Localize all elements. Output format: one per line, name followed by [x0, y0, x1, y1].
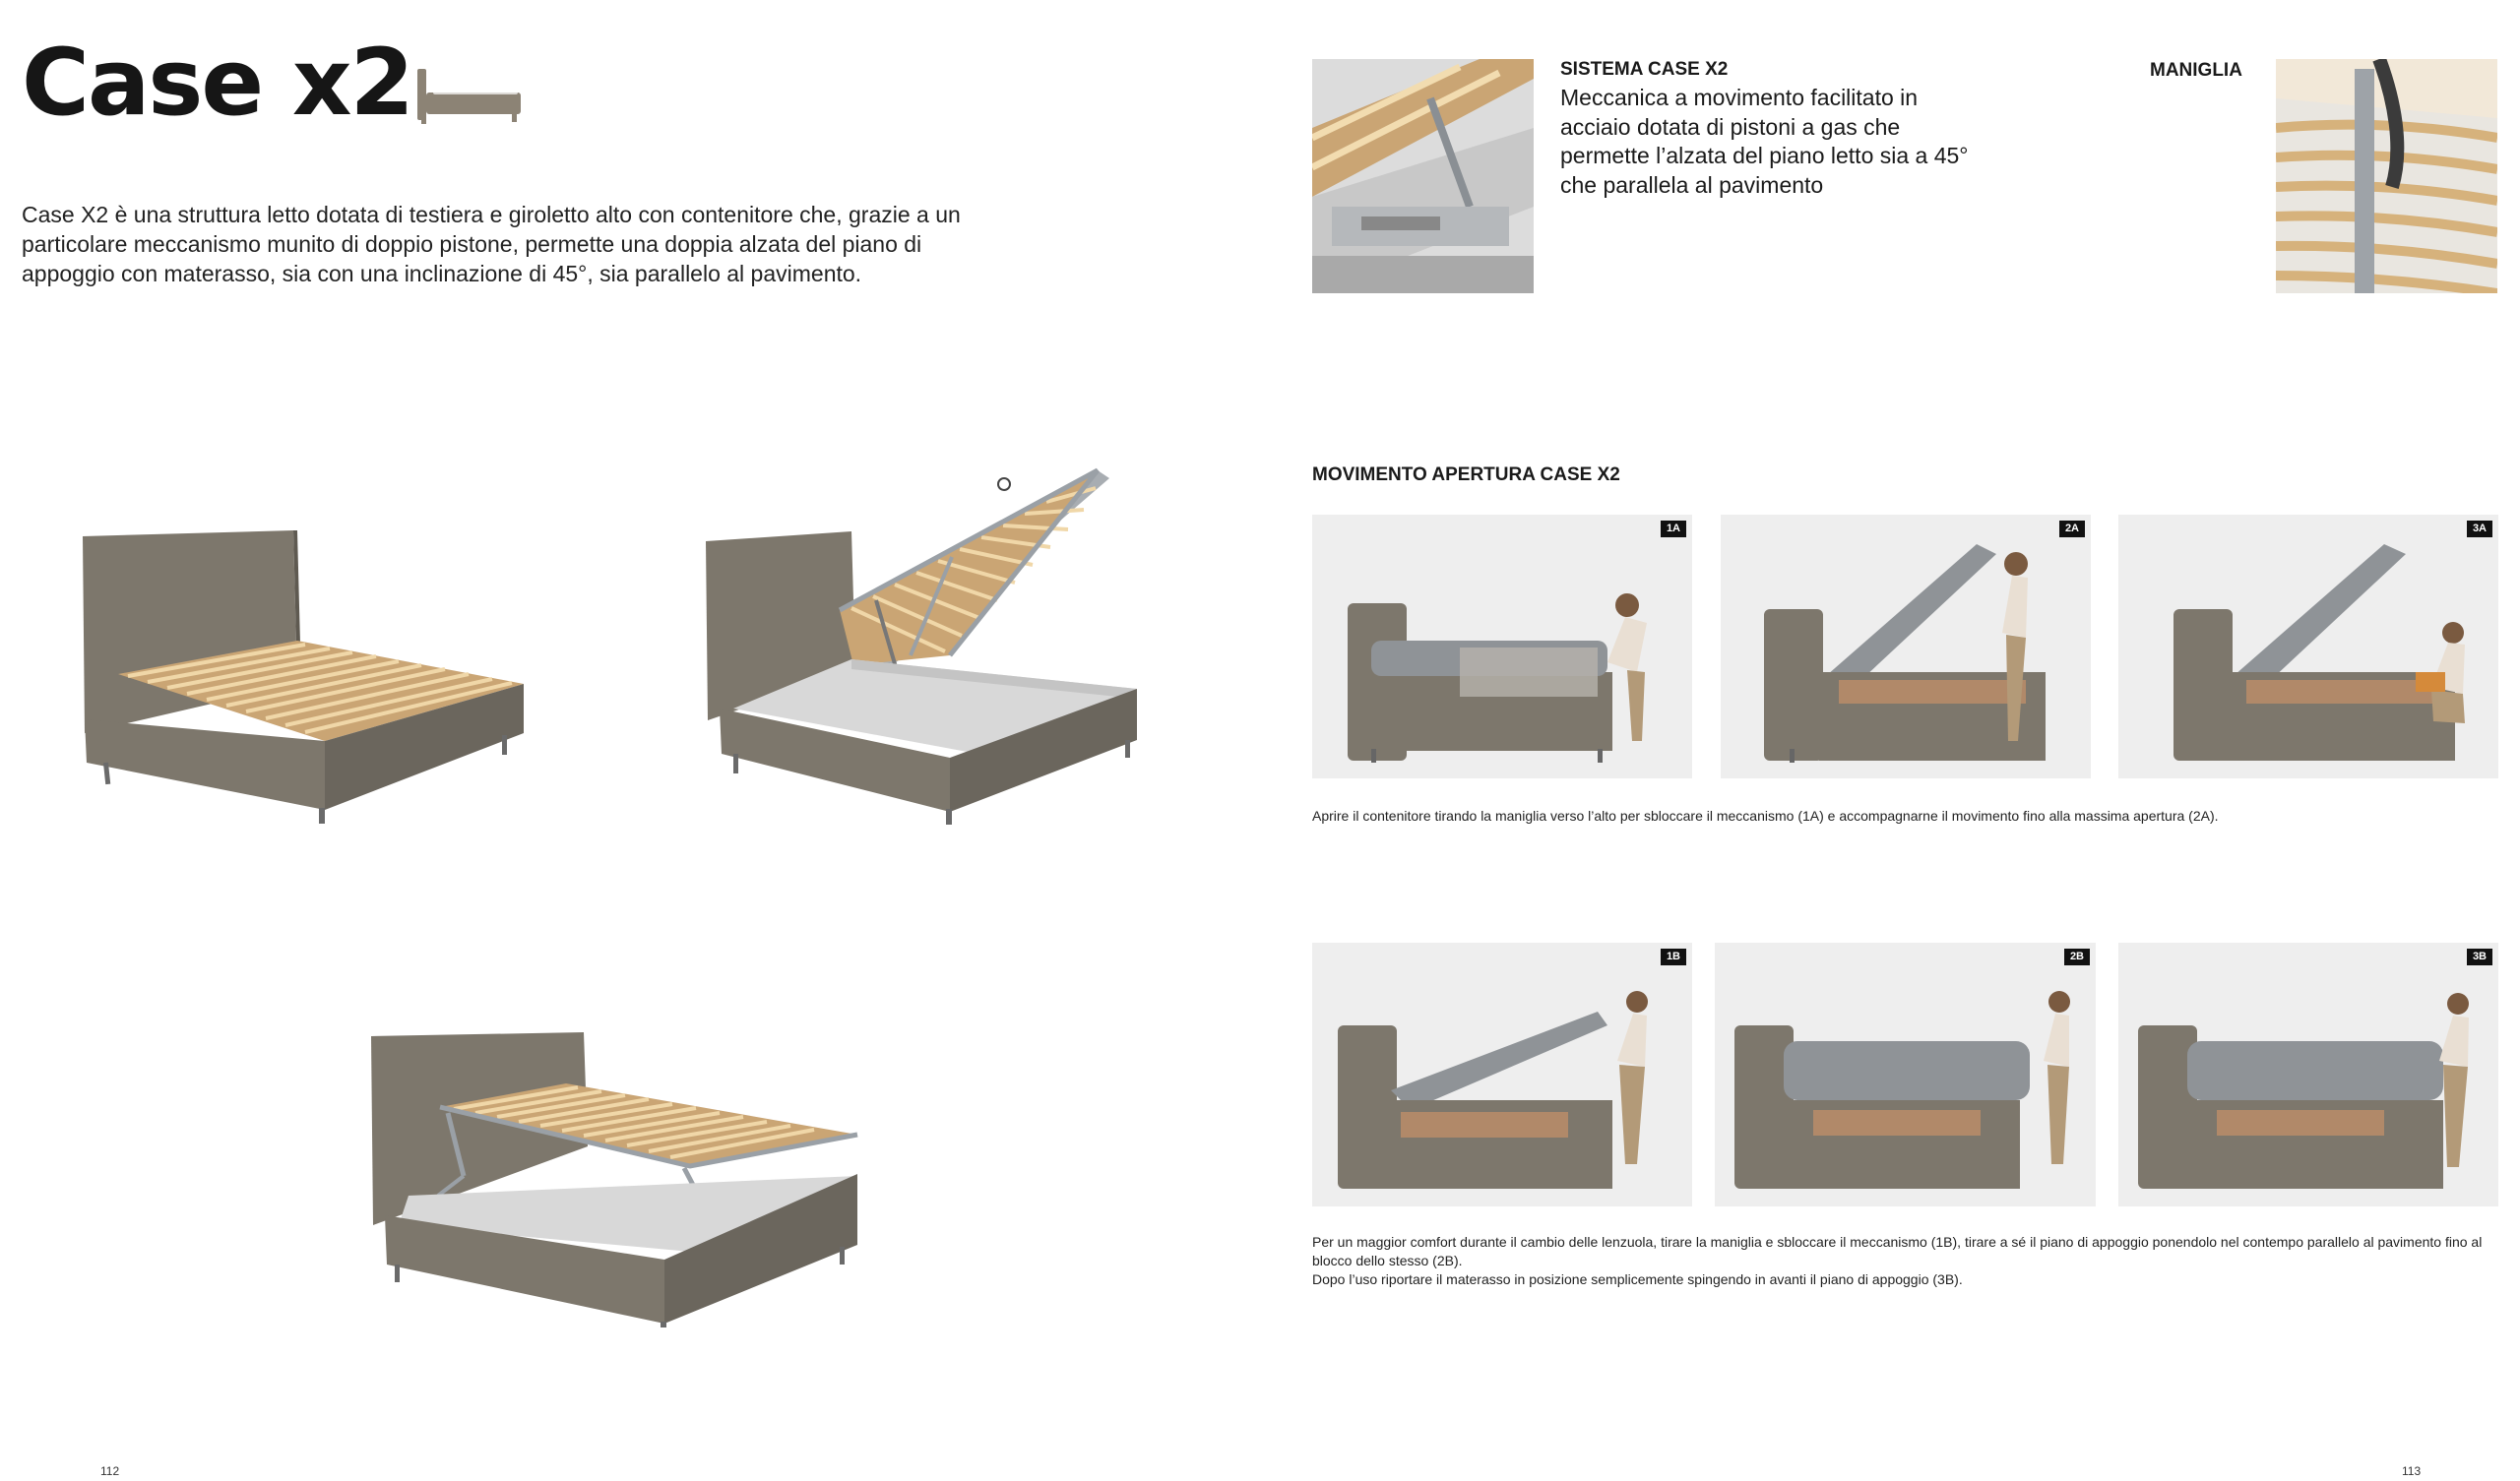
caption-row-b-line1: Per un maggior comfort durante il cambio…	[1312, 1234, 2483, 1268]
step-badge-3b: 3B	[2466, 949, 2492, 965]
step-badge-1b: 1B	[1660, 949, 1686, 965]
bed-open-parallel-image	[369, 1028, 861, 1328]
caption-row-b-line2: Dopo l’uso riportare il materasso in pos…	[1312, 1271, 1963, 1287]
step-photo-3b: 3B	[2118, 943, 2498, 1206]
intro-paragraph: Case X2 è una struttura letto dotata di …	[22, 202, 961, 286]
page-number-left: 112	[100, 1464, 120, 1478]
movement-title: MOVIMENTO APERTURA CASE X2	[1312, 464, 1620, 485]
bed-icon	[413, 65, 524, 126]
step-badge-2a: 2A	[2058, 521, 2085, 537]
handle-title: MANIGLIA	[2150, 60, 2242, 81]
page-title: Case x2	[22, 30, 414, 137]
mechanism-photo	[1312, 59, 1534, 293]
step-badge-1a: 1A	[1660, 521, 1686, 537]
step-photo-1b: 1B	[1312, 943, 1692, 1206]
caption-row-b: Per un maggior comfort durante il cambio…	[1312, 1233, 2498, 1289]
step-photo-2b: 2B	[1715, 943, 2096, 1206]
step-badge-2b: 2B	[2063, 949, 2090, 965]
caption-row-a: Aprire il contenitore tirando la manigli…	[1312, 808, 2219, 824]
handle-photo	[2276, 59, 2497, 293]
step-photo-1a: 1A	[1312, 515, 1692, 778]
page-number-right: 113	[2402, 1464, 2422, 1478]
step-photo-3a: 3A	[2118, 515, 2498, 778]
bed-closed-image	[79, 526, 532, 827]
system-title: SISTEMA CASE X2	[1560, 59, 1729, 80]
step-photo-2a: 2A	[1721, 515, 2091, 778]
system-description: Meccanica a movimento facilitato in acci…	[1560, 85, 1969, 198]
bed-open-45-image	[704, 463, 1147, 827]
step-badge-3a: 3A	[2466, 521, 2492, 537]
